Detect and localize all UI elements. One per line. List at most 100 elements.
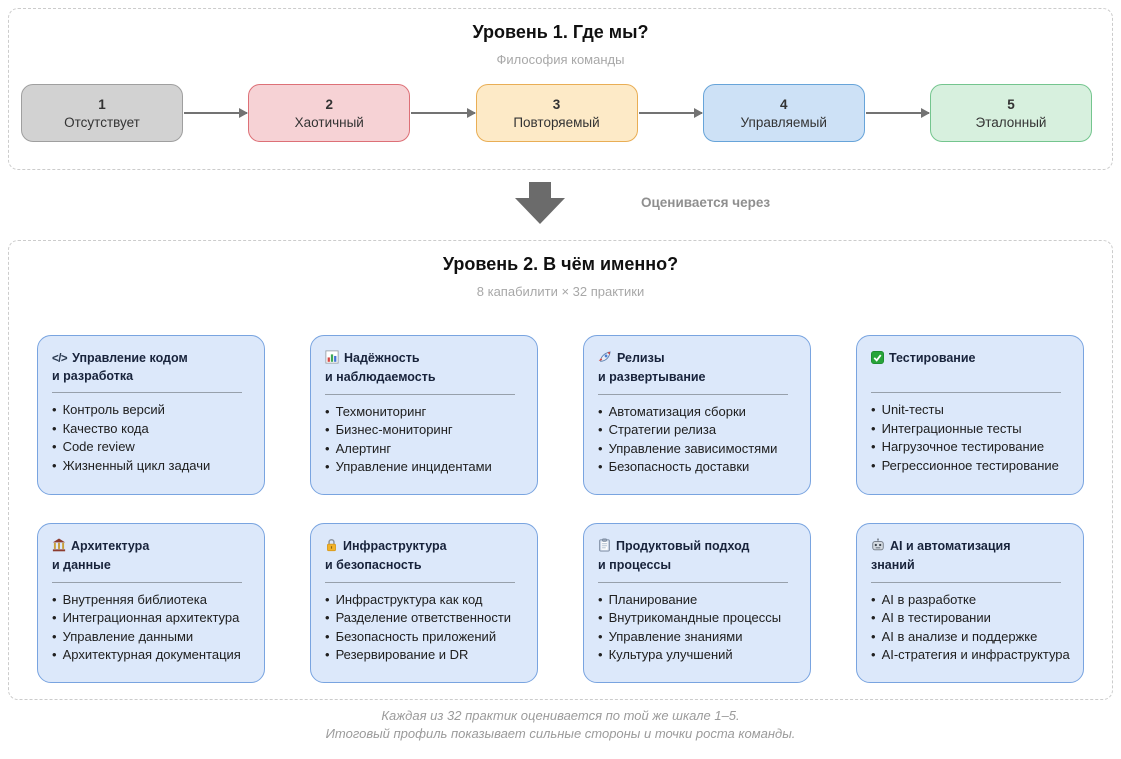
card-item: Управление инцидентами [325,459,527,474]
level-label: Отсутствует [64,114,140,130]
card-items: Инфраструктура как код Разделение ответс… [325,592,527,663]
card-item: AI-стратегия и инфраструктура [871,647,1073,662]
card-item: Инфраструктура как код [325,592,527,607]
robot-icon [871,538,885,557]
footer-note: Каждая из 32 практик оценивается по той … [0,707,1121,744]
card-items: AI в разработке AI в тестировании AI в а… [871,592,1073,663]
rocket-icon [598,350,612,369]
level-box-2: 2 Хаотичный [248,84,411,142]
card-infrastructure-security: Инфраструктура и безопасность Инфраструкт… [310,523,538,683]
lock-icon [325,538,338,557]
check-icon [871,351,884,369]
level-label: Повторяемый [513,114,600,130]
card-item: Алертинг [325,441,527,456]
level-label: Хаотичный [294,114,364,130]
card-item: Автоматизация сборки [598,404,800,419]
maturity-levels-row: 1 Отсутствует 2 Хаотичный 3 Повторяемый … [21,84,1092,142]
card-item: Code review [52,439,254,454]
card-title-line2: и данные [52,557,111,572]
card-divider [598,393,788,395]
card-title: Управление кодом [72,351,188,365]
card-divider [52,581,242,583]
card-header: Инфраструктура и безопасность [325,538,527,574]
clipboard-icon [598,538,611,557]
card-items: Автоматизация сборки Стратегии релиза Уп… [598,404,800,475]
card-title-line2: и безопасность [325,557,422,572]
card-item: Интеграционная архитектура [52,610,254,625]
level-number: 1 [98,96,106,112]
card-header: Релизы и развертывание [598,350,800,386]
card-title-line2: и процессы [598,557,672,572]
card-title: Инфраструктура [343,539,447,553]
sections-connector: Оценивается через [0,170,1121,240]
card-item: Техмониторинг [325,404,527,419]
card-header: Тестирование [871,350,1073,384]
section2-subtitle: 8 капабилити × 32 практики [476,284,645,299]
card-item: Регрессионное тестирование [871,458,1073,473]
building-icon [52,538,66,557]
card-divider [325,393,515,395]
arrow-right-connector [184,108,249,118]
card-title: Релизы [617,351,665,365]
card-items: Техмониторинг Бизнес-мониторинг Алертинг… [325,404,527,475]
section1-title: Уровень 1. Где мы? [472,22,649,42]
card-title: Тестирование [889,351,976,365]
level-box-5: 5 Эталонный [930,84,1092,142]
card-title: AI и автоматизация [890,539,1011,553]
level1-panel: Уровень 1. Где мы? Философия команды 1 О… [8,8,1113,170]
card-item: Управление данными [52,629,254,644]
card-item: Стратегии релиза [598,422,800,437]
card-item: Качество кода [52,421,254,436]
card-items: Внутренняя библиотека Интеграционная арх… [52,592,254,663]
section1-subtitle: Философия команды [496,52,625,67]
card-title-line2: и наблюдаемость [325,369,436,384]
card-items: Планирование Внутрикомандные процессы Уп… [598,592,800,663]
card-item: Архитектурная документация [52,647,254,662]
card-title: Продуктовый подход [616,539,750,553]
level-number: 3 [552,96,561,112]
card-divider [871,581,1061,583]
card-item: Управление знаниями [598,629,800,644]
card-title: Архитектура [71,539,150,553]
down-arrow-icon [515,182,565,224]
card-product-process: Продуктовый подход и процессы Планировани… [583,523,811,683]
footer-line-1: Каждая из 32 практик оценивается по той … [381,708,740,723]
card-item: Безопасность приложений [325,629,527,644]
card-title-line2: и разработка [52,368,134,383]
level-label: Управляемый [740,114,827,130]
card-ai-automation: AI и автоматизация знаний AI в разработке… [856,523,1084,683]
card-item: Внутрикомандные процессы [598,610,800,625]
card-header: </> Управление кодом и разработка [52,350,254,384]
card-item: Жизненный цикл задачи [52,458,254,473]
level2-panel: Уровень 2. В чём именно? 8 капабилити × … [8,240,1113,700]
card-items: Unit-тесты Интеграционные тесты Нагрузоч… [871,402,1073,473]
card-item: Управление зависимостями [598,441,800,456]
connector-label: Оценивается через [641,195,771,210]
level-number: 2 [325,96,333,112]
card-item: Безопасность доставки [598,459,800,474]
card-item: Интеграционные тесты [871,421,1073,436]
code-icon: </> [52,353,68,365]
card-item: Культура улучшений [598,647,800,662]
card-testing: Тестирование Unit-тесты Интеграционные т… [856,335,1084,495]
card-title-line2: и развертывание [598,369,706,384]
arrow-right-connector [638,108,704,118]
card-divider [598,581,788,583]
card-divider [52,392,242,394]
level-box-1: 1 Отсутствует [21,84,183,142]
card-item: AI в анализе и поддержке [871,629,1073,644]
section2-title: Уровень 2. В чём именно? [442,254,679,274]
card-header: AI и автоматизация знаний [871,538,1073,574]
card-title-line2: знаний [871,557,915,572]
card-title: Надёжность [344,351,420,365]
card-item: Unit-тесты [871,402,1073,417]
arrow-right-connector [865,108,931,118]
level-label: Эталонный [975,114,1047,130]
card-releases-deployment: Релизы и развертывание Автоматизация сбор… [583,335,811,495]
card-divider [871,392,1061,393]
arrow-right-connector [411,108,476,118]
card-header: Надёжность и наблюдаемость [325,350,527,386]
card-item: Разделение ответственности [325,610,527,625]
